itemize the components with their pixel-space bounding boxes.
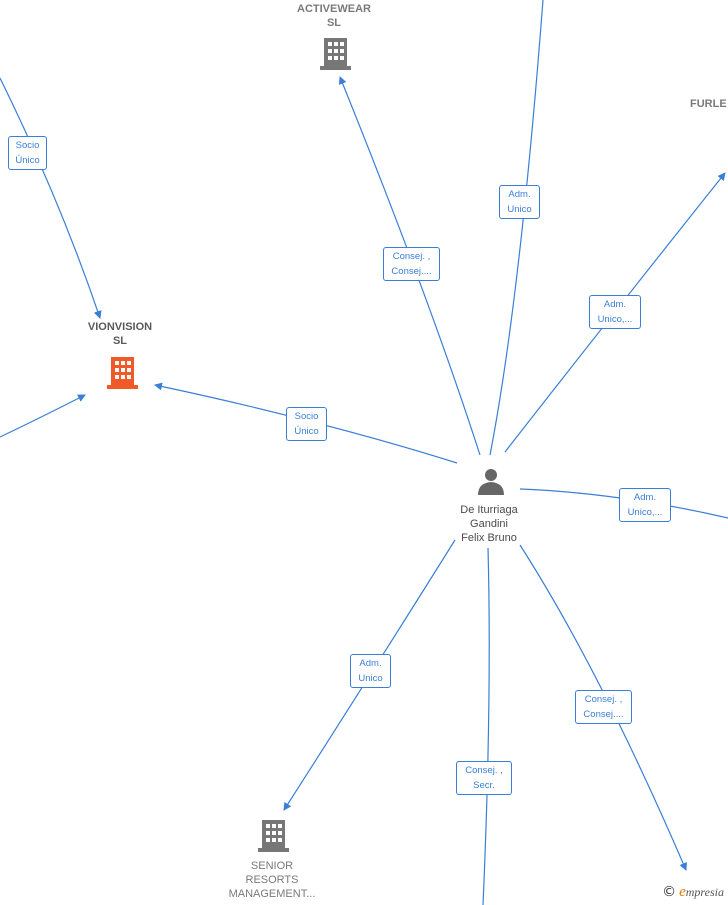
edge-left-to-vionvision[interactable] [0, 394, 86, 438]
edge-label-adm-right[interactable]: Adm. Unico,... [619, 488, 671, 522]
copyright-icon: © [662, 884, 677, 900]
activewear-building-icon[interactable] [320, 38, 351, 70]
furle-label[interactable]: FURLE [690, 98, 727, 110]
edge-label-socio-vion[interactable]: Socio Único [286, 407, 327, 441]
vionvision-building-icon[interactable] [107, 357, 138, 389]
person-icon[interactable] [478, 469, 504, 495]
brand-initial: e [679, 884, 686, 900]
edge-label-consej-top[interactable]: Consej. , Consej.... [383, 247, 440, 281]
edge-label-socio-top[interactable]: Socio Único [8, 136, 47, 170]
edge-person-to-activewear[interactable] [338, 76, 481, 456]
edge-label-consej-secr[interactable]: Consej. , Secr. [456, 761, 512, 795]
edge-label-adm-furle[interactable]: Adm. Unico,... [589, 295, 641, 329]
senior-building-icon[interactable] [258, 820, 289, 852]
copyright-notice: © empresia [662, 884, 724, 901]
edge-person-to-bottom-right[interactable] [519, 544, 687, 871]
brand-name: mpresia [685, 885, 724, 899]
edge-label-adm-top[interactable]: Adm. Unico [499, 185, 540, 219]
vionvision-label[interactable]: VIONVISION SL [87, 321, 153, 347]
edge-top-left-to-vionvision[interactable] [0, 77, 102, 319]
activewear-label[interactable]: ACTIVEWEAR SL [297, 3, 371, 29]
senior-label[interactable]: SENIOR RESORTS MANAGEMENT... [228, 860, 316, 900]
person-label[interactable]: De Iturriaga Gandini Felix Bruno [460, 504, 518, 544]
edge-label-adm-senior[interactable]: Adm. Unico [350, 654, 391, 688]
edge-person-to-bottom[interactable] [482, 547, 490, 905]
edge-person-to-top[interactable] [489, 0, 544, 456]
edge-label-consej-bottom[interactable]: Consej. , Consej.... [575, 690, 632, 724]
